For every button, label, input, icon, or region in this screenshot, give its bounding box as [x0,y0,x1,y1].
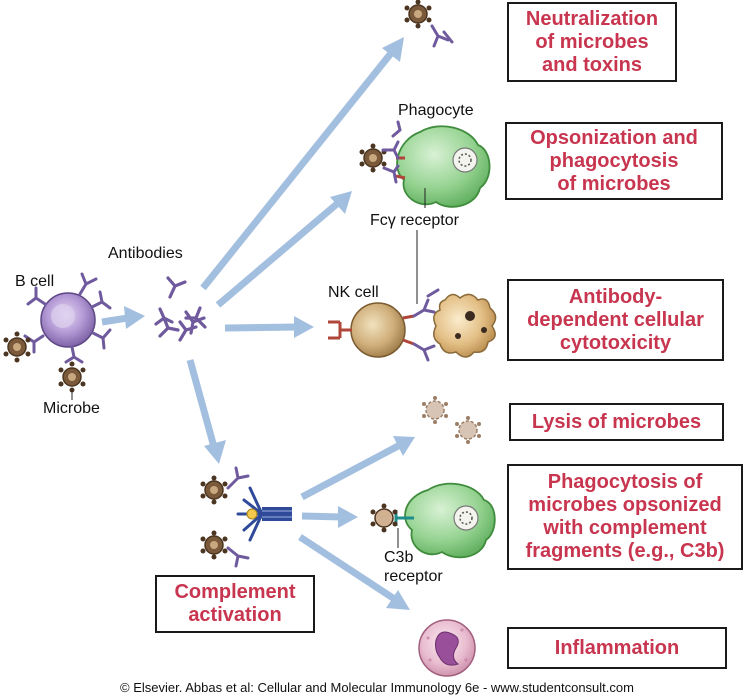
free-antibodies [154,276,207,342]
fc-receptor-label: Fcγ receptor [370,212,459,229]
target-cell [433,293,497,358]
opsonized-microbe [359,120,402,184]
arrow-bcell-to-antibodies [101,306,145,329]
outcome-adcc-box: Antibody- dependent cellular cytotoxicit… [507,279,724,361]
phagocyte-label: Phagocyte [398,102,474,119]
lysed-microbes [422,396,481,444]
microbe-icon [200,530,228,560]
complement-phagocyte [394,482,496,559]
c3b-receptor-label-line2: receptor [384,568,443,585]
neutralized-microbe [404,0,454,48]
microbe-icon [200,475,228,505]
arrow-to-lysis [300,436,415,501]
arrow-to-inflammation [298,534,410,610]
arrow-to-complement-phagocytosis [301,506,358,528]
outcome-opsonization-box: Opsonization and phagocytosis of microbe… [505,122,723,200]
microbe-icon [3,331,31,363]
b-cell-label: B cell [15,273,55,290]
nk-antibodies [412,288,440,362]
nk-cell [328,302,415,358]
b-cell [23,272,112,364]
c3b-receptor-label-line1: C3b [384,549,414,566]
microbe-icon [58,361,86,393]
outcome-neutralization-box: Neutralization of microbes and toxins [507,2,677,82]
arrows [101,37,415,610]
inflammatory-cell [418,619,476,677]
arrow-to-complement [186,359,226,464]
outcome-inflammation-box: Inflammation [507,627,727,669]
microbe-cluster [3,331,86,400]
arrow-to-opsonization [215,191,352,308]
copyright-credit: © Elsevier. Abbas et al: Cellular and Mo… [120,680,634,695]
c3b-opsonized-microbe [370,503,398,533]
outcome-lysis-box: Lysis of microbes [509,403,724,441]
arrow-to-adcc [224,316,314,338]
complement-complex [200,466,292,568]
complement-activation-box: Complement activation [155,575,315,633]
phagocyte-cell [395,125,491,208]
microbe-label: Microbe [43,400,100,417]
arrow-to-neutralization [200,37,404,291]
antibodies-label: Antibodies [108,245,183,262]
nk-cell-label: NK cell [328,284,379,301]
outcome-complement-phagocytosis-box: Phagocytosis of microbes opsonized with … [507,464,743,570]
